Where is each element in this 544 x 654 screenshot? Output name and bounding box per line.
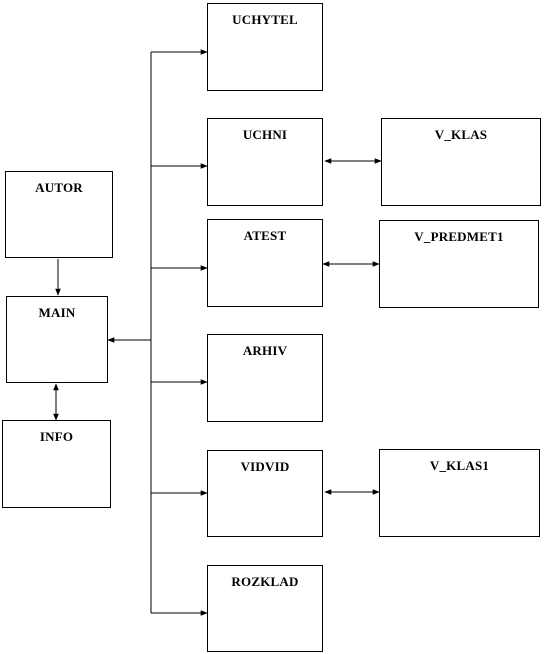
node-uchytel: UCHYTEL xyxy=(207,3,323,91)
node-autor: AUTOR xyxy=(5,171,113,258)
node-atest: ATEST xyxy=(207,219,323,307)
node-main: MAIN xyxy=(6,296,108,383)
node-uchytel-label: UCHYTEL xyxy=(232,12,298,27)
node-uchni: UCHNI xyxy=(207,118,323,206)
node-v-predmet1-label: V_PREDMET1 xyxy=(414,229,504,244)
node-info: INFO xyxy=(2,420,111,508)
node-v-klas1-label: V_KLAS1 xyxy=(429,458,490,473)
node-v-klas: V_KLAS xyxy=(381,118,541,206)
node-v-klas1: V_KLAS1 xyxy=(379,449,540,537)
node-autor-label: AUTOR xyxy=(35,180,83,195)
node-rozklad-label: ROZKLAD xyxy=(231,574,299,589)
node-rozklad: ROZKLAD xyxy=(207,565,323,652)
node-main-label: MAIN xyxy=(38,305,76,320)
node-uchni-label: UCHNI xyxy=(242,127,288,142)
node-v-predmet1: V_PREDMET1 xyxy=(379,220,539,308)
node-arhiv: ARHIV xyxy=(207,334,323,422)
node-info-label: INFO xyxy=(39,429,74,444)
node-v-klas-label: V_KLAS xyxy=(434,127,488,142)
node-arhiv-label: ARHIV xyxy=(242,343,288,358)
node-vidvid: VIDVID xyxy=(207,450,323,537)
node-atest-label: ATEST xyxy=(243,228,287,243)
node-vidvid-label: VIDVID xyxy=(240,459,290,474)
